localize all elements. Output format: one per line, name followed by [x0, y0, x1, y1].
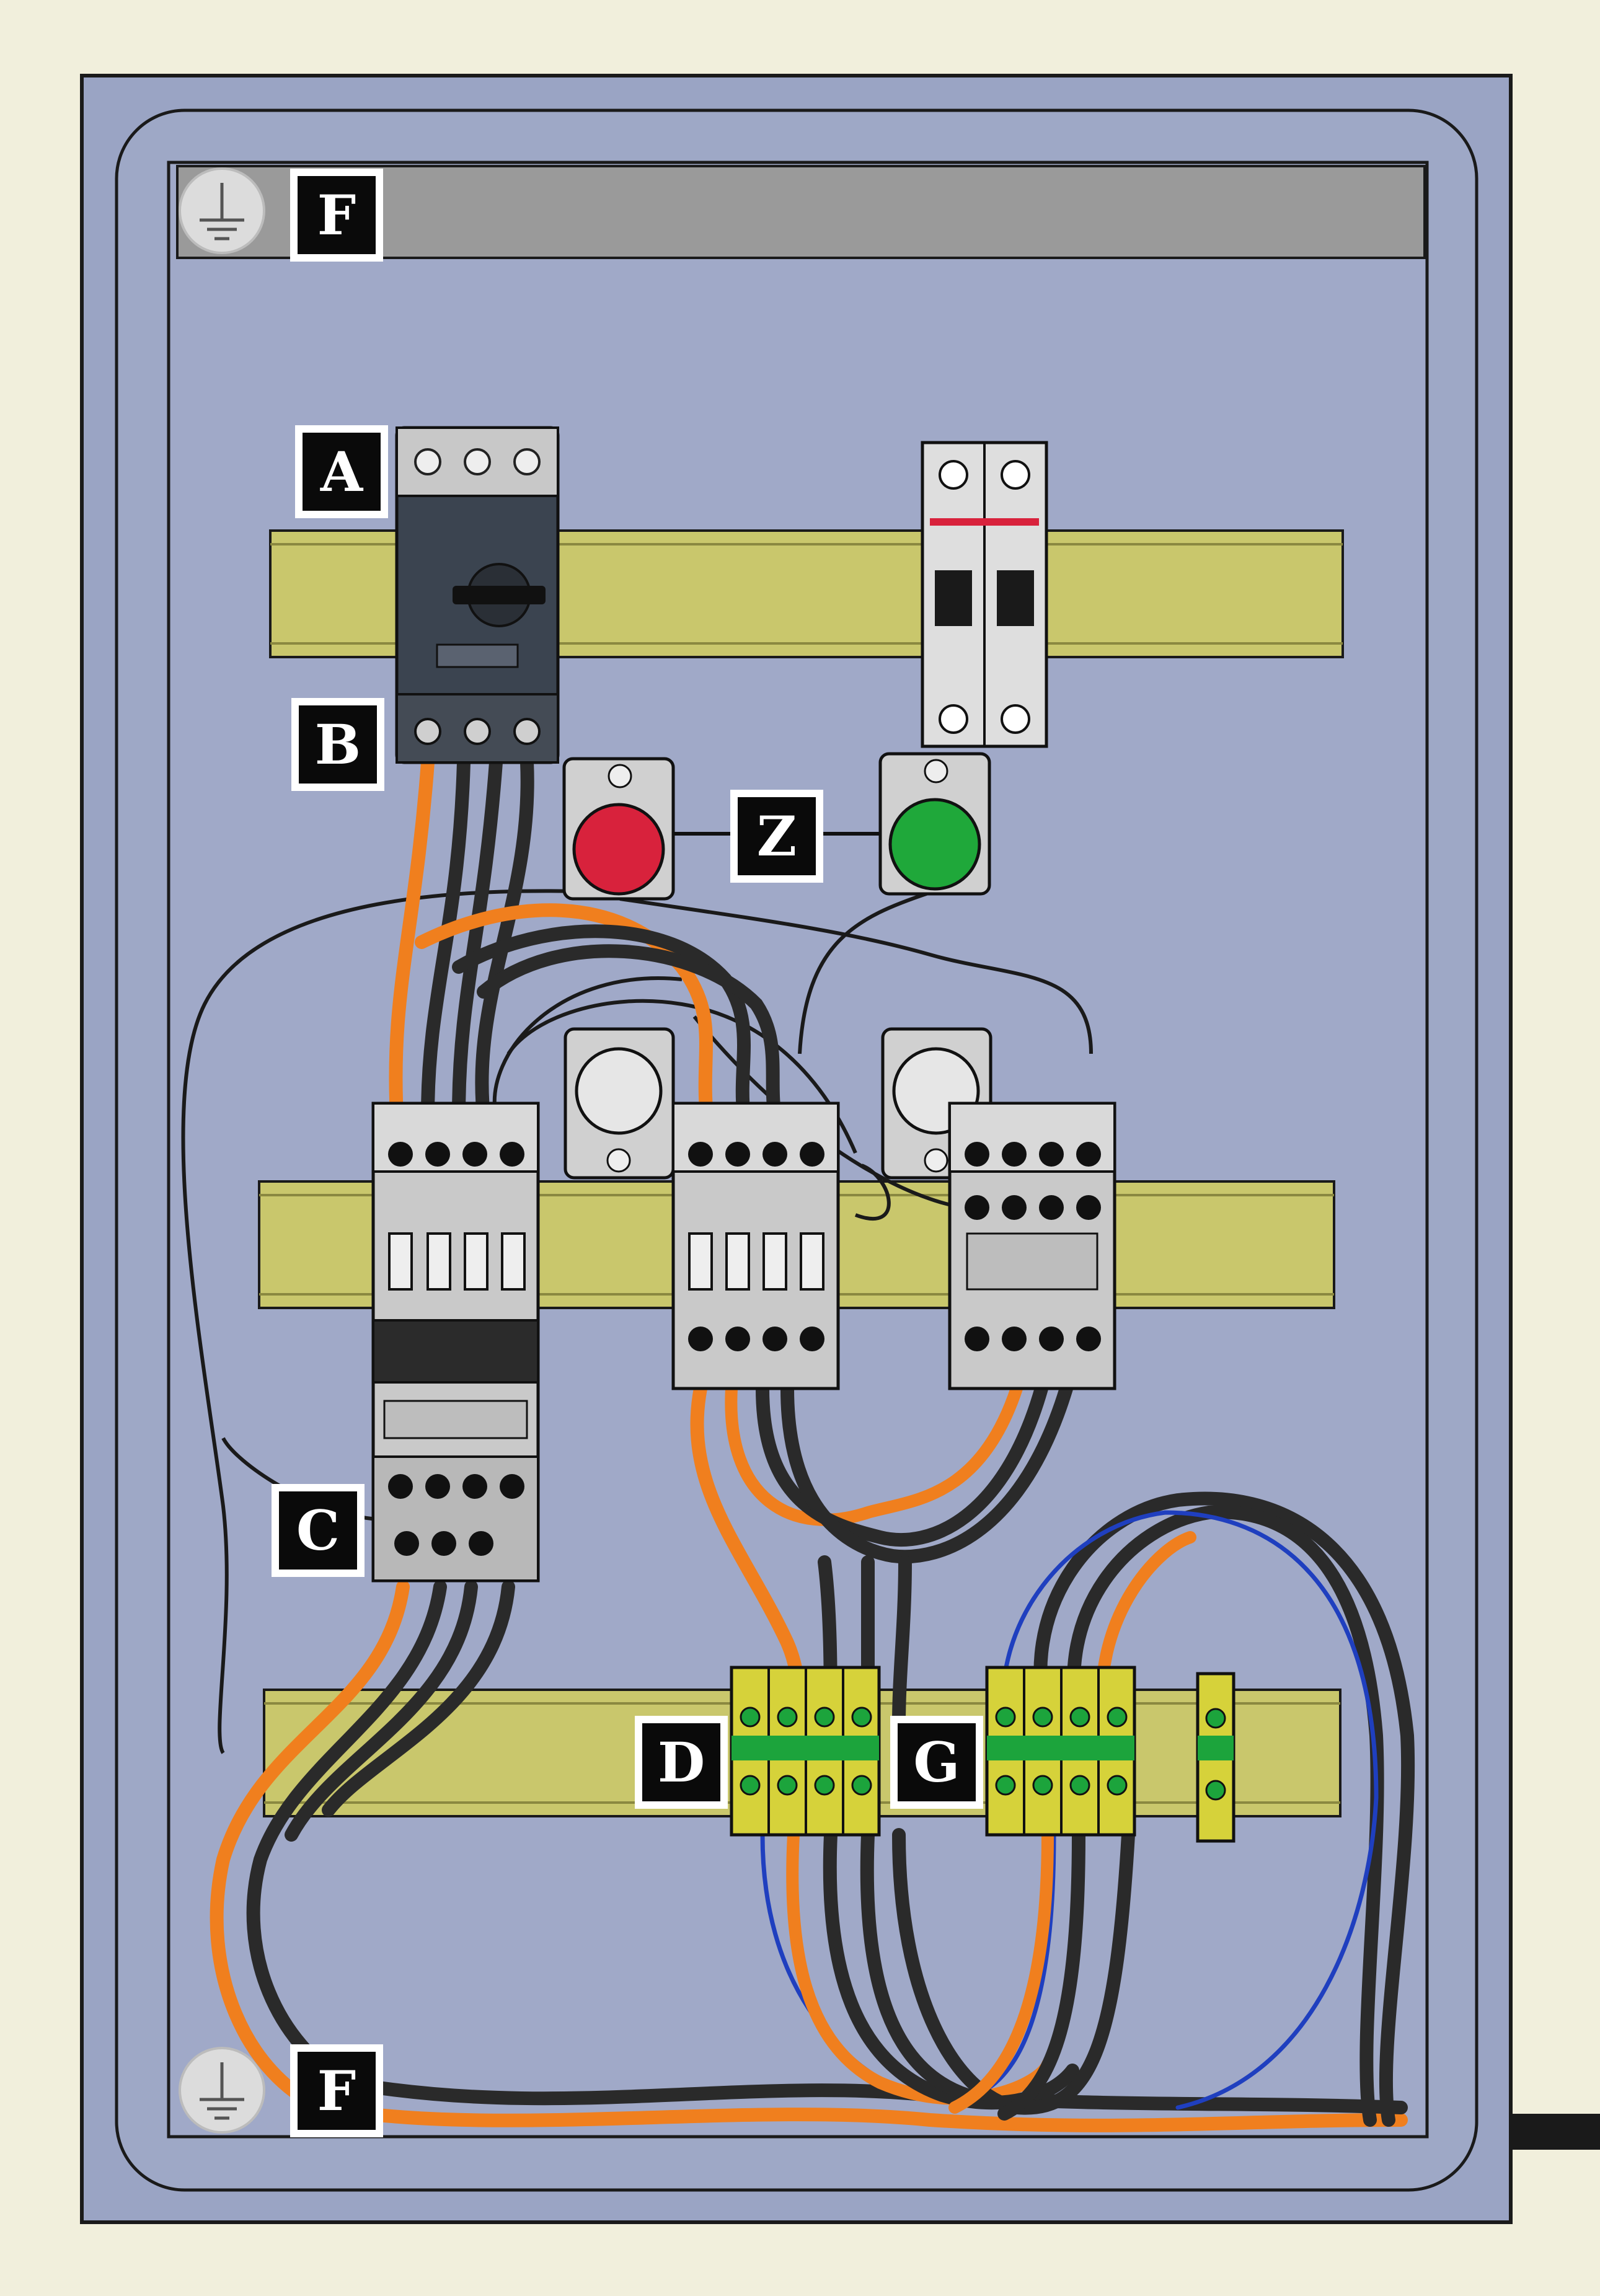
contactor-right: [948, 1102, 1116, 1390]
callout-letter: F: [298, 176, 376, 254]
ground-icon: [179, 2047, 265, 2134]
pilot-light-green: [878, 752, 991, 896]
contactor-left: [371, 1102, 540, 1583]
callout-letter: A: [303, 433, 381, 511]
end-terminal: [1196, 1672, 1235, 1843]
callout-letter: D: [642, 1723, 720, 1801]
callout-letter: Z: [738, 797, 816, 875]
power-wiring-middle: [690, 1382, 1415, 2127]
callout-label-b: B: [291, 698, 384, 791]
callout-label-d: D: [635, 1716, 728, 1809]
callout-label-g: G: [890, 1716, 983, 1809]
callout-letter: C: [279, 1491, 357, 1570]
contactor-middle: [671, 1102, 840, 1390]
power-wiring-left: [210, 756, 1408, 2132]
top-grounding-bar: [176, 165, 1426, 259]
terminal-block-g: [985, 1666, 1136, 1837]
callout-label-z: Z: [730, 790, 823, 883]
push-button-left: [564, 1027, 675, 1180]
motor-protection-breaker: [395, 426, 560, 764]
callout-letter: G: [898, 1723, 976, 1801]
callout-letter: F: [298, 2052, 376, 2130]
pilot-light-red: [562, 757, 675, 901]
callout-label-a: A: [295, 425, 388, 518]
callout-letter: B: [299, 705, 377, 784]
callout-label-c: C: [272, 1484, 365, 1577]
callout-label-f-top: F: [290, 169, 383, 262]
callout-label-f-bottom: F: [290, 2044, 383, 2137]
exit-cable: [1511, 2114, 1600, 2150]
ground-icon: [179, 167, 265, 254]
two-pole-circuit-breaker: [921, 441, 1048, 748]
terminal-block-d: [730, 1666, 881, 1837]
